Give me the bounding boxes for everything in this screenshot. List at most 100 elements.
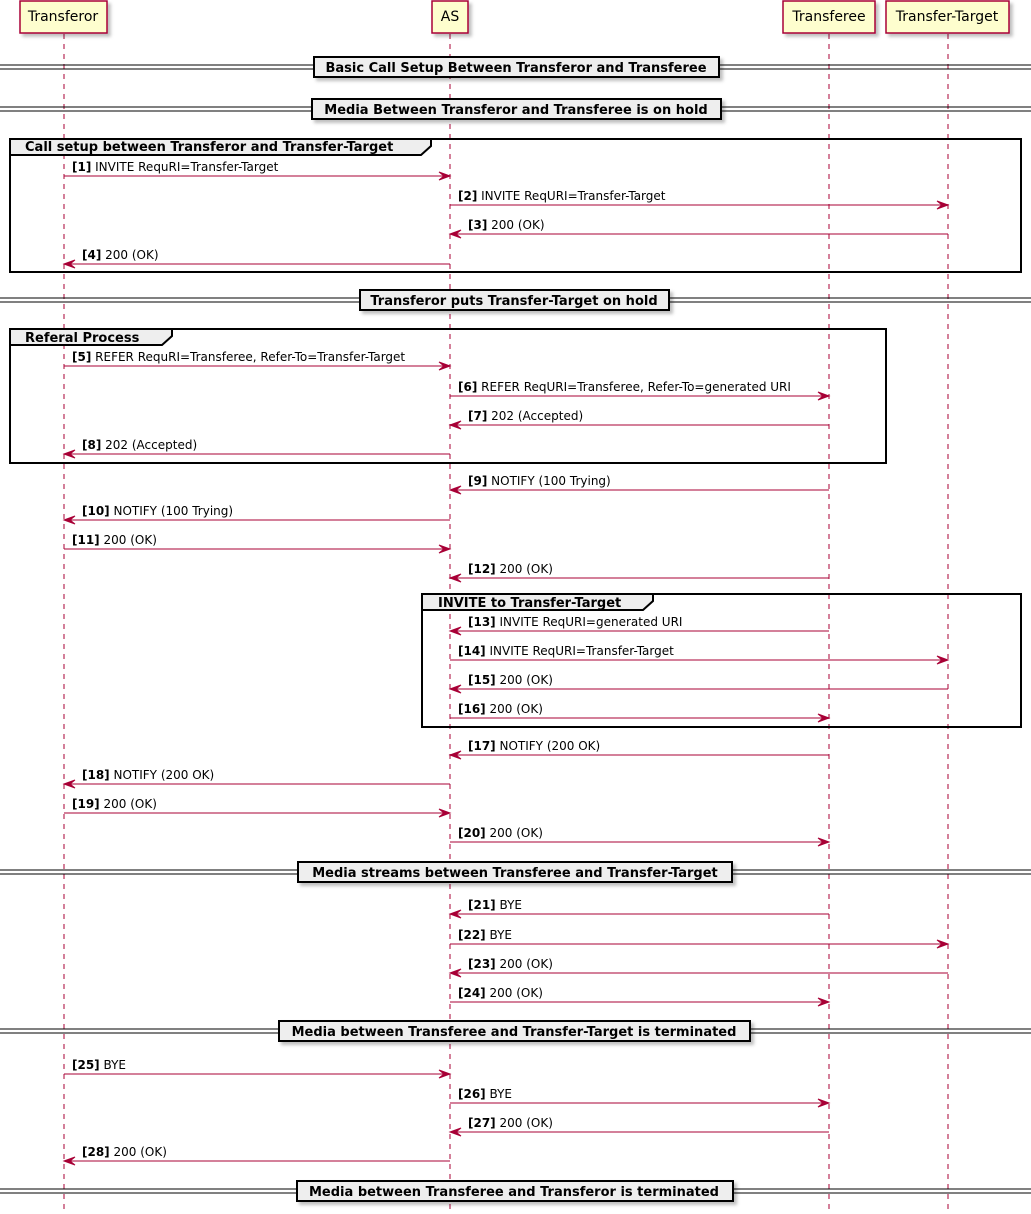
message-text: BYE bbox=[496, 898, 522, 912]
message-arrow-head bbox=[448, 485, 462, 495]
divider-label-transferor-terminated: Media between Transferee and Transferor … bbox=[309, 1185, 719, 1200]
lifelines bbox=[63, 34, 949, 1214]
divider-transferor-terminated: Media between Transferee and Transferor … bbox=[0, 1180, 1031, 1202]
message-text: 200 (OK) bbox=[496, 673, 553, 687]
message-label: [21] BYE bbox=[468, 898, 522, 912]
message-label: [15] 200 (OK) bbox=[468, 673, 553, 687]
message-text: NOTIFY (100 Trying) bbox=[487, 474, 610, 488]
message-label: [27] 200 (OK) bbox=[468, 1116, 553, 1130]
group-label-call-setup: Call setup between Transferor and Transf… bbox=[25, 140, 393, 155]
message-arrow-head bbox=[448, 229, 462, 239]
message-28: [28] 200 (OK) bbox=[62, 1145, 450, 1166]
message-number: [4] bbox=[82, 248, 101, 262]
message-text: BYE bbox=[486, 928, 512, 942]
message-arrow-head bbox=[438, 1069, 452, 1079]
message-number: [20] bbox=[458, 826, 486, 840]
message-text: NOTIFY (200 OK) bbox=[496, 739, 601, 753]
message-text: BYE bbox=[100, 1058, 126, 1072]
message-number: [6] bbox=[458, 380, 477, 394]
participant-label-transferor: Transferor bbox=[27, 9, 99, 25]
message-label: [11] 200 (OK) bbox=[72, 533, 157, 547]
message-12: [12] 200 (OK) bbox=[448, 562, 829, 583]
message-label: [25] BYE bbox=[72, 1058, 126, 1072]
message-arrow-head bbox=[448, 968, 462, 978]
message-text: 200 (OK) bbox=[100, 533, 157, 547]
message-number: [19] bbox=[72, 797, 100, 811]
message-arrow-head bbox=[62, 515, 76, 525]
message-27: [27] 200 (OK) bbox=[448, 1116, 829, 1137]
message-arrow-head bbox=[438, 171, 452, 181]
message-number: [8] bbox=[82, 438, 101, 452]
divider-basic-call-setup: Basic Call Setup Between Transferor and … bbox=[0, 56, 1031, 78]
message-text: NOTIFY (200 OK) bbox=[110, 768, 215, 782]
message-number: [14] bbox=[458, 644, 486, 658]
divider-media-streams: Media streams between Transferee and Tra… bbox=[0, 861, 1031, 883]
message-10: [10] NOTIFY (100 Trying) bbox=[62, 504, 450, 525]
dividers: Basic Call Setup Between Transferor and … bbox=[0, 56, 1031, 1202]
group-label-referal-process: Referal Process bbox=[25, 331, 140, 346]
message-arrow-head bbox=[448, 909, 462, 919]
participants: Transferor AS Transferee Transfer-Target bbox=[19, 0, 1010, 34]
message-label: [10] NOTIFY (100 Trying) bbox=[82, 504, 233, 518]
message-number: [24] bbox=[458, 986, 486, 1000]
participant-label-transferee: Transferee bbox=[791, 9, 865, 25]
divider-media-on-hold: Media Between Transferor and Transferee … bbox=[0, 98, 1031, 120]
message-21: [21] BYE bbox=[448, 898, 829, 919]
message-7: [7] 202 (Accepted) bbox=[448, 409, 829, 430]
message-number: [12] bbox=[468, 562, 496, 576]
message-24: [24] 200 (OK) bbox=[450, 986, 831, 1007]
message-number: [26] bbox=[458, 1087, 486, 1101]
message-arrow-head bbox=[448, 1127, 462, 1137]
message-15: [15] 200 (OK) bbox=[448, 673, 948, 694]
message-arrow-head bbox=[817, 391, 831, 401]
message-13: [13] INVITE ReqURI=generated URI bbox=[448, 615, 829, 636]
message-3: [3] 200 (OK) bbox=[448, 218, 948, 239]
message-label: [12] 200 (OK) bbox=[468, 562, 553, 576]
participant-transfer-target: Transfer-Target bbox=[885, 0, 1010, 34]
message-arrow-head bbox=[448, 684, 462, 694]
message-number: [2] bbox=[458, 189, 477, 203]
message-text: 202 (Accepted) bbox=[487, 409, 583, 423]
message-number: [23] bbox=[468, 957, 496, 971]
message-arrow-head bbox=[438, 361, 452, 371]
message-arrow-head bbox=[817, 1098, 831, 1108]
participant-label-transfer-target: Transfer-Target bbox=[895, 9, 999, 25]
message-text: 200 (OK) bbox=[496, 562, 553, 576]
message-arrow-head bbox=[448, 573, 462, 583]
message-arrow-head bbox=[448, 750, 462, 760]
message-number: [28] bbox=[82, 1145, 110, 1159]
message-number: [3] bbox=[468, 218, 487, 232]
participant-transferee: Transferee bbox=[782, 0, 876, 34]
message-5: [5] REFER RequRI=Transferee, Refer-To=Tr… bbox=[64, 350, 452, 371]
divider-target-terminated: Media between Transferee and Transfer-Ta… bbox=[0, 1020, 1031, 1042]
message-14: [14] INVITE ReqURI=Transfer-Target bbox=[450, 644, 950, 665]
participant-label-as: AS bbox=[441, 9, 460, 25]
message-number: [10] bbox=[82, 504, 110, 518]
message-8: [8] 202 (Accepted) bbox=[62, 438, 450, 459]
message-22: [22] BYE bbox=[450, 928, 950, 949]
message-number: [22] bbox=[458, 928, 486, 942]
message-26: [26] BYE bbox=[450, 1087, 831, 1108]
groups: Call setup between Transferor and Transf… bbox=[9, 138, 1022, 728]
message-arrow-head bbox=[936, 939, 950, 949]
message-text: BYE bbox=[486, 1087, 512, 1101]
message-label: [20] 200 (OK) bbox=[458, 826, 543, 840]
message-text: 200 (OK) bbox=[486, 702, 543, 716]
message-label: [17] NOTIFY (200 OK) bbox=[468, 739, 600, 753]
message-text: REFER ReqURI=Transferee, Refer-To=genera… bbox=[477, 380, 791, 394]
message-text: 200 (OK) bbox=[486, 826, 543, 840]
message-text: 200 (OK) bbox=[486, 986, 543, 1000]
divider-label-basic-call-setup: Basic Call Setup Between Transferor and … bbox=[325, 61, 706, 76]
group-label-invite-to-target: INVITE to Transfer-Target bbox=[438, 596, 621, 611]
message-arrow-head bbox=[817, 837, 831, 847]
message-arrow-head bbox=[817, 997, 831, 1007]
message-4: [4] 200 (OK) bbox=[62, 248, 450, 269]
message-text: 200 (OK) bbox=[496, 1116, 553, 1130]
message-16: [16] 200 (OK) bbox=[450, 702, 831, 723]
message-17: [17] NOTIFY (200 OK) bbox=[448, 739, 829, 760]
message-18: [18] NOTIFY (200 OK) bbox=[62, 768, 450, 789]
message-arrow-head bbox=[438, 544, 452, 554]
divider-label-target-on-hold: Transferor puts Transfer-Target on hold bbox=[370, 294, 657, 309]
message-label: [13] INVITE ReqURI=generated URI bbox=[468, 615, 682, 629]
message-arrow-head bbox=[936, 655, 950, 665]
